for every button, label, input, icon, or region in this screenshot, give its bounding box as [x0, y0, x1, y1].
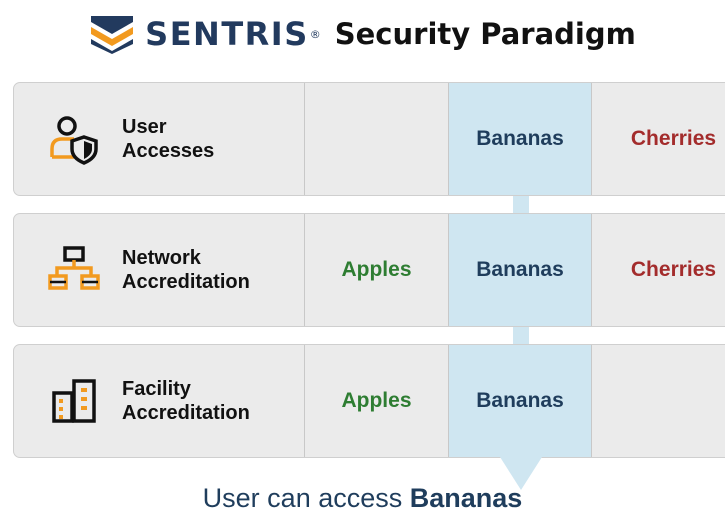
page-header: SENTRIS ® Security Paradigm	[0, 0, 725, 68]
apples-value: Apples	[341, 389, 412, 412]
row-label: Facility Accreditation	[14, 345, 304, 457]
apples-cell: Apples	[304, 345, 448, 457]
user-shield-icon	[50, 116, 98, 165]
bananas-cell: Bananas	[448, 214, 591, 326]
conclusion-prefix: User can access	[202, 483, 403, 513]
row-label-line1: Network	[122, 247, 201, 269]
bananas-value: Bananas	[476, 258, 564, 281]
bananas-value: Bananas	[476, 127, 564, 150]
layer-row-network-accreditation: Network Accreditation Apples Bananas Che…	[13, 213, 725, 327]
row-label-line1: User	[122, 116, 167, 138]
conclusion-text: User can access Bananas	[0, 483, 725, 514]
cherries-value: Cherries	[630, 258, 717, 281]
cherries-cell: Cherries	[591, 83, 725, 195]
row-label-line2: Accesses	[122, 140, 215, 162]
brand-name: SENTRIS	[145, 15, 309, 53]
bananas-value: Bananas	[476, 389, 564, 412]
cherries-cell: Cherries	[591, 214, 725, 326]
layer-row-facility-accreditation: Facility Accreditation Apples Bananas	[13, 344, 725, 458]
row-label-line2: Accreditation	[122, 402, 250, 424]
conclusion-highlight: Bananas	[409, 483, 523, 513]
row-label: User Accesses	[14, 83, 304, 195]
row-label-line2: Accreditation	[122, 271, 250, 293]
bananas-cell: Bananas	[448, 83, 591, 195]
column-connector	[513, 324, 529, 345]
cherries-value: Cherries	[630, 127, 717, 150]
down-arrow-icon	[500, 457, 542, 490]
apples-cell: Apples	[304, 214, 448, 326]
apples-cell	[304, 83, 448, 195]
row-label: Network Accreditation	[14, 214, 304, 326]
building-icon	[52, 379, 96, 423]
sentris-logo-icon	[91, 16, 134, 54]
cherries-cell	[591, 345, 725, 457]
apples-value: Apples	[341, 258, 412, 281]
registered-mark: ®	[309, 27, 321, 41]
layer-row-user-accesses: User Accesses Bananas Cherries	[13, 82, 725, 196]
column-connector	[513, 193, 529, 214]
bananas-cell: Bananas	[448, 345, 591, 457]
row-label-line1: Facility	[122, 378, 191, 400]
network-icon	[48, 246, 100, 290]
page-title: Security Paradigm	[334, 17, 636, 51]
